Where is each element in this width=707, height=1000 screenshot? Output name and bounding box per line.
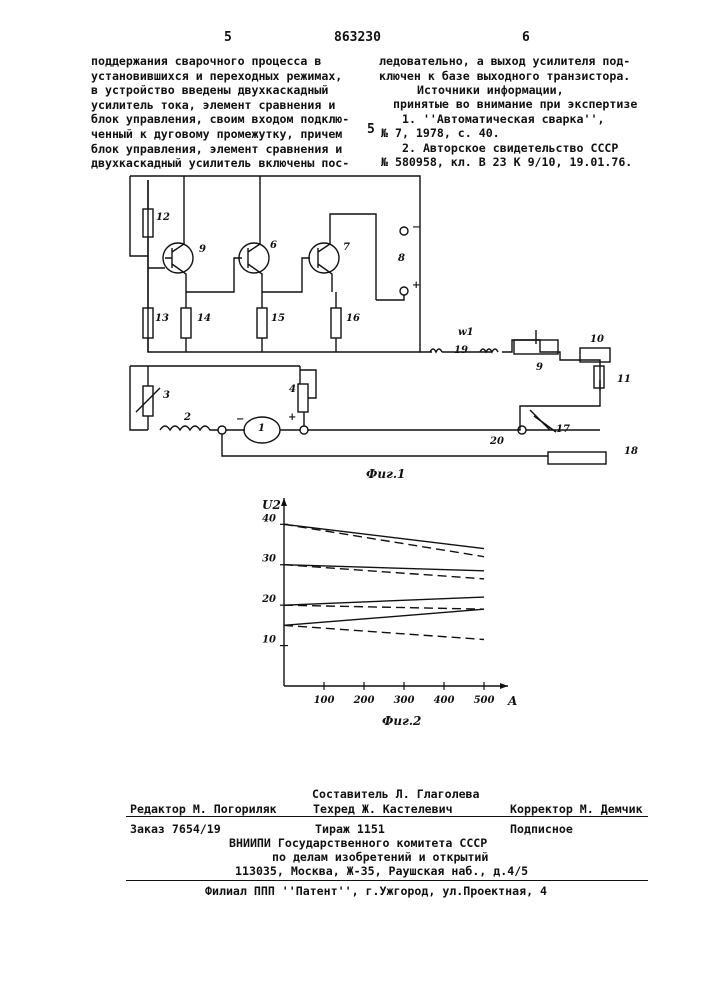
- resistor-4: [298, 384, 308, 412]
- label-9-resistor: 9: [536, 362, 543, 373]
- series-line-solid: [284, 597, 484, 605]
- organization: ВНИИПИ Государственного комитета СССР: [229, 836, 487, 851]
- composer: Составитель Л. Глаголева: [312, 787, 480, 802]
- label-16: 16: [346, 313, 360, 324]
- chart-ylabel: U2: [262, 498, 281, 512]
- circulation: Тираж 1151: [315, 822, 385, 837]
- resistor-15: [257, 308, 267, 338]
- label-13: 13: [155, 313, 169, 324]
- label-10: 10: [590, 334, 604, 345]
- label-4: 4: [289, 384, 296, 395]
- workpiece-18: [548, 452, 606, 464]
- series-line-dashed: [284, 605, 484, 609]
- label-15: 15: [271, 313, 285, 324]
- label-17: 17: [556, 424, 570, 435]
- reference-2b: № 580958, кл. В 23 К 9/10, 19.01.76.: [381, 155, 632, 170]
- text-line: двухкаскадный усилитель включены пос-: [91, 156, 349, 171]
- text-line: ченный к дуговому промежутку, причем: [91, 127, 349, 142]
- series-line-dashed: [284, 524, 484, 556]
- techred: Техред Ж. Кастелевич: [313, 802, 453, 817]
- label-11: 11: [617, 374, 631, 385]
- reference-1a: 1. ''Автоматическая сварка'',: [402, 112, 604, 127]
- label-winding: w1: [458, 327, 474, 338]
- terminal-minus: −: [412, 222, 420, 233]
- y-tick-label: 10: [262, 635, 276, 646]
- page-number-right: 6: [522, 30, 530, 45]
- x-tick-label: 300: [394, 695, 415, 706]
- series-line-solid: [284, 565, 484, 571]
- text-line: усилитель тока, элемент сравнения и: [91, 98, 349, 113]
- voltage-current-chart: 100 200 300 400 500 10 20 30 40: [240, 490, 540, 740]
- resistor-3: [143, 386, 153, 416]
- label-3: 3: [163, 390, 170, 401]
- label-12: 12: [156, 212, 170, 223]
- order-number: Заказ 7654/19: [130, 822, 221, 837]
- terminal-plus: +: [412, 280, 420, 291]
- text-line: ключен к базе выходного транзистора.: [379, 69, 630, 84]
- resistor-14: [181, 308, 191, 338]
- text-line: блок управления, элемент сравнения и: [91, 142, 349, 157]
- label-18: 18: [624, 446, 638, 457]
- label-1: 1: [258, 423, 265, 434]
- page-number-left: 5: [224, 30, 232, 45]
- text-line: поддержания сварочного процесса в: [91, 54, 349, 69]
- chart-xlabel: A: [508, 694, 517, 708]
- generator-plus: +: [288, 412, 296, 423]
- x-tick-label: 400: [434, 695, 455, 706]
- subscription: Подписное: [510, 822, 573, 837]
- label-2: 2: [184, 412, 191, 423]
- line-number: 5: [367, 122, 375, 137]
- label-20: 20: [490, 436, 504, 447]
- text-line: блок управления, своим входом подклю-: [91, 112, 349, 127]
- label-14: 14: [197, 313, 211, 324]
- x-axis-arrow: [500, 683, 508, 689]
- series-line-dashed: [284, 565, 484, 579]
- reference-2a: 2. Авторское свидетельство СССР: [402, 141, 618, 156]
- y-tick-label: 30: [262, 554, 276, 565]
- reference-1b: № 7, 1978, с. 40.: [381, 126, 500, 141]
- circuit-diagram: [0, 170, 707, 490]
- patent-number: 863230: [334, 30, 381, 45]
- address: 113035, Москва, Ж-35, Раушская наб., д.4…: [235, 864, 528, 879]
- references-subtitle: принятые во внимание при экспертизе: [393, 97, 637, 112]
- series-line-solid: [284, 609, 484, 625]
- x-tick-label: 100: [314, 695, 335, 706]
- y-axis-arrow: [281, 498, 287, 506]
- text-line: в устройство введены двухкаскадный: [91, 83, 349, 98]
- left-column-text: поддержания сварочного процесса в устано…: [91, 54, 349, 171]
- branch: Филиал ППП ''Патент'', г.Ужгород, ул.Про…: [205, 884, 547, 899]
- y-tick-label: 40: [262, 513, 276, 524]
- resistor-16: [331, 308, 341, 338]
- label-6: 6: [270, 240, 277, 251]
- footer-divider-1: [126, 816, 648, 817]
- label-9: 9: [199, 244, 206, 255]
- right-column-text: ледовательно, а выход усилителя под- клю…: [379, 54, 630, 83]
- label-8: 8: [398, 253, 405, 264]
- y-tick-label: 20: [261, 594, 276, 605]
- generator-minus: −: [236, 414, 244, 425]
- footer-divider-2: [126, 880, 648, 881]
- contact-11: [594, 366, 604, 388]
- series-line-solid: [284, 524, 484, 548]
- organization-dept: по делам изобретений и открытий: [272, 850, 488, 865]
- x-tick-label: 200: [353, 695, 375, 706]
- figure-2-caption: Фиг.2: [382, 714, 421, 728]
- corrector: Корректор М. Демчик: [510, 802, 643, 817]
- x-tick-label: 500: [474, 695, 495, 706]
- text-line: ледовательно, а выход усилителя под-: [379, 54, 630, 69]
- editor: Редактор М. Погориляк: [130, 802, 277, 817]
- series-line-dashed: [284, 625, 484, 639]
- text-line: установившихся и переходных режимах,: [91, 69, 349, 84]
- references-title: Источники информации,: [417, 83, 564, 98]
- label-19: 19: [454, 345, 468, 356]
- figure-1-caption: Фиг.1: [366, 467, 405, 481]
- label-7: 7: [343, 242, 350, 253]
